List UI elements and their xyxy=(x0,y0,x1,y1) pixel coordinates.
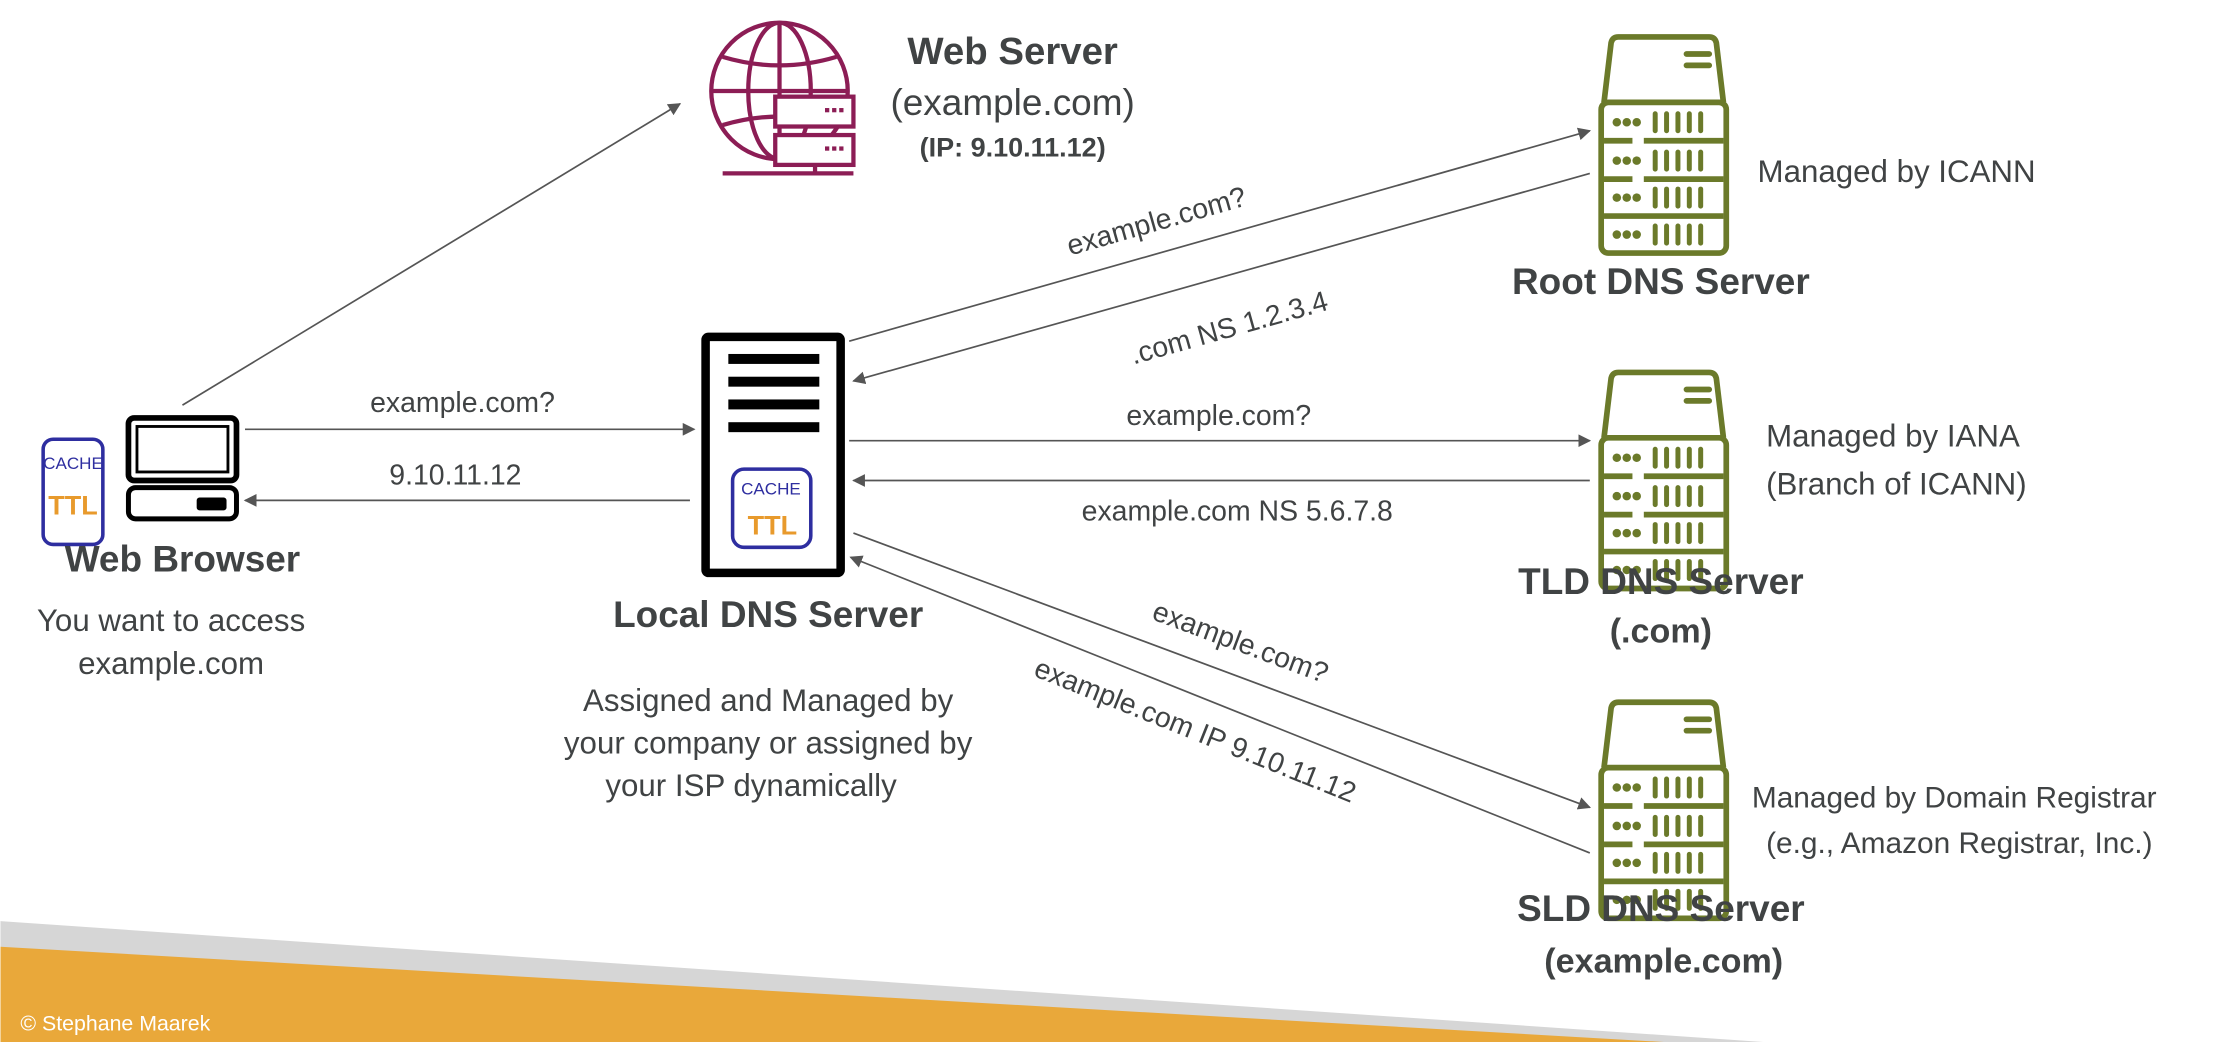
label-browser-answer: 9.10.11.12 xyxy=(389,460,521,492)
web-browser-title: Web Browser xyxy=(65,538,300,579)
footer-orange-band xyxy=(0,946,1664,1042)
arrow-sld-query xyxy=(853,532,1591,810)
local-dns-desc-1: Assigned and Managed by xyxy=(583,683,954,718)
root-managed-by: Managed by ICANN xyxy=(1758,154,2036,189)
cache-ttl-icon: CACHE TTL xyxy=(41,437,105,547)
root-dns-title: Root DNS Server xyxy=(1512,261,1810,302)
label-sld-query: example.com? xyxy=(1148,595,1332,689)
tld-dns-subtitle: (.com) xyxy=(1610,613,1712,651)
tld-dns-node: Managed by IANA (Branch of ICANN) TLD DN… xyxy=(1518,369,2027,651)
svg-text:TTL: TTL xyxy=(48,491,97,521)
web-server-node: Web Server (example.com) (IP: 9.10.11.12… xyxy=(709,20,1135,176)
label-tld-query: example.com? xyxy=(1126,400,1311,432)
server-rack-icon xyxy=(1598,699,1730,922)
server-rack-icon xyxy=(1598,34,1730,256)
arrow-sld-answer xyxy=(849,555,1591,854)
web-browser-node: CACHE TTL Web Browser You want to access… xyxy=(37,415,305,681)
sld-dns-node: Managed by Domain Registrar (e.g., Amazo… xyxy=(1517,699,2157,980)
root-dns-node: Managed by ICANN Root DNS Server xyxy=(1512,34,2036,302)
label-tld-answer: example.com NS 5.6.7.8 xyxy=(1082,495,1393,527)
web-server-title: Web Server xyxy=(907,30,1118,73)
globe-server-icon xyxy=(709,20,856,176)
arrow-root-answer xyxy=(852,172,1591,385)
local-dns-desc-2: your company or assigned by xyxy=(564,725,973,760)
tld-managed-by-2: (Branch of ICANN) xyxy=(1766,467,2027,502)
web-browser-desc-2: example.com xyxy=(78,646,264,681)
local-dns-title: Local DNS Server xyxy=(613,594,923,635)
server-rack-icon xyxy=(1598,369,1730,592)
sld-dns-subtitle: (example.com) xyxy=(1544,942,1783,980)
tld-dns-title: TLD DNS Server xyxy=(1518,561,1803,602)
cache-ttl-icon: CACHE TTL xyxy=(730,467,813,550)
sld-managed-by-1: Managed by Domain Registrar xyxy=(1752,781,2157,814)
web-browser-desc-1: You want to access xyxy=(37,603,305,638)
copyright-text: © Stephane Maarek xyxy=(20,1012,210,1036)
web-server-domain: (example.com) xyxy=(890,82,1134,123)
svg-text:CACHE: CACHE xyxy=(43,454,103,473)
local-dns-node: CACHE TTL Local DNS Server Assigned and … xyxy=(564,332,973,803)
label-browser-query: example.com? xyxy=(370,387,555,419)
local-dns-desc-3: your ISP dynamically xyxy=(605,768,897,803)
label-root-query: example.com? xyxy=(1063,181,1250,262)
arrow-browser-to-webserver xyxy=(182,103,682,406)
desktop-computer-icon xyxy=(125,415,240,522)
label-root-answer: .com NS 1.2.3.4 xyxy=(1127,285,1332,371)
svg-text:CACHE: CACHE xyxy=(741,480,801,499)
sld-dns-title: SLD DNS Server xyxy=(1517,888,1805,929)
svg-text:TTL: TTL xyxy=(748,511,797,541)
arrow-root-query xyxy=(848,127,1592,342)
sld-managed-by-2: (e.g., Amazon Registrar, Inc.) xyxy=(1766,827,2152,860)
tld-managed-by-1: Managed by IANA xyxy=(1766,418,2020,453)
web-server-ip: (IP: 9.10.11.12) xyxy=(920,132,1106,162)
